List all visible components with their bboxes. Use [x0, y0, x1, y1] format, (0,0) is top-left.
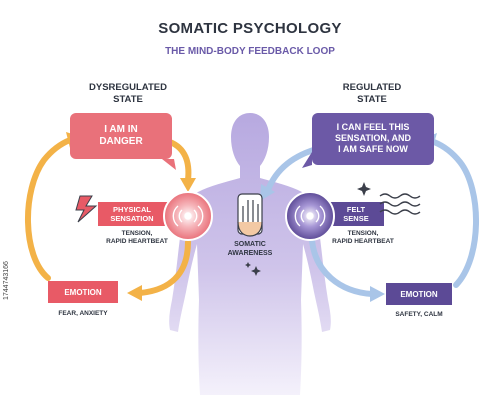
arrow-bubble-to-sensation [167, 139, 192, 183]
arrow-emotion-to-bubble-right [431, 139, 479, 288]
note-line: RAPID HEARTBEAT [332, 238, 394, 245]
felt-sense-note: TENSION, RAPID HEARTBEAT [318, 230, 408, 246]
felt-sense-label: FELT SENSE [328, 205, 384, 223]
arrowhead [180, 178, 196, 192]
danger-bubble-shape [70, 113, 172, 159]
bubble-line: DANGER [99, 136, 143, 147]
lightning-icon [75, 195, 98, 223]
stock-id: 1744743166 [3, 261, 10, 300]
bubble-line: SENSATION, AND [334, 133, 411, 143]
heading-line: REGULATED [342, 82, 402, 93]
dysregulated-state-heading: DYSREGULATED STATE [78, 82, 178, 106]
left-emotion-box [48, 281, 118, 303]
wavy-lines-icon [379, 193, 421, 215]
sparkle-icon [245, 182, 371, 276]
page-title: SOMATIC PSYCHOLOGY [158, 20, 342, 37]
note-line: TENSION, [347, 230, 379, 237]
danger-bubble-tail [162, 159, 176, 170]
label-line: FELT [346, 205, 366, 214]
arrowhead [127, 285, 142, 301]
bubble-line: I AM IN [104, 124, 138, 135]
physical-sensation-note: TENSION, RAPID HEARTBEAT [92, 230, 182, 246]
right-emotion-box [386, 283, 452, 305]
label-line: SENSE [343, 214, 369, 223]
physical-sensation-box [98, 202, 172, 226]
right-emotion-note: SAFETY, CALM [395, 311, 443, 318]
sound-waves-icon [172, 205, 204, 227]
sound-waves-icon [294, 205, 326, 227]
arrowhead [260, 184, 275, 201]
regulated-state-heading: REGULATED STATE [322, 82, 422, 106]
heading-line: STATE [357, 94, 387, 105]
safe-bubble-shape [312, 113, 434, 165]
arrow-sensation-to-emotion [137, 239, 191, 296]
arrowhead [370, 286, 385, 302]
right-emotion-label: EMOTION [400, 290, 438, 299]
somatic-awareness-label: SOMATIC AWARENESS [214, 240, 286, 258]
left-emotion-label: EMOTION [64, 288, 102, 297]
bubble-line: I AM SAFE NOW [338, 144, 408, 154]
note-line: TENSION, [121, 230, 153, 237]
hand-stop-icon [237, 193, 263, 237]
label-line: PHYSICAL [113, 205, 151, 214]
awareness-line: SOMATIC [234, 241, 266, 248]
note-line: RAPID HEARTBEAT [106, 238, 168, 245]
label-line: SENSATION [110, 214, 154, 223]
bubble-line: I CAN FEEL THIS [336, 122, 410, 132]
heading-line: DYSREGULATED [89, 82, 167, 93]
page-subtitle: THE MIND-BODY FEEDBACK LOOP [165, 46, 335, 57]
physical-sensation-label: PHYSICAL SENSATION [98, 205, 166, 223]
body-silhouette [169, 113, 331, 395]
arrow-felt-to-emotion [309, 237, 375, 297]
arrow-emotion-to-bubble [25, 137, 73, 281]
safe-bubble-text: I CAN FEEL THIS SENSATION, AND I AM SAFE… [312, 122, 434, 155]
left-emotion-note: FEAR, ANXIETY [58, 310, 108, 317]
heading-line: STATE [113, 94, 143, 105]
danger-bubble-text: I AM IN DANGER [70, 124, 172, 148]
awareness-line: AWARENESS [227, 250, 273, 257]
safe-bubble-tail [302, 152, 312, 168]
